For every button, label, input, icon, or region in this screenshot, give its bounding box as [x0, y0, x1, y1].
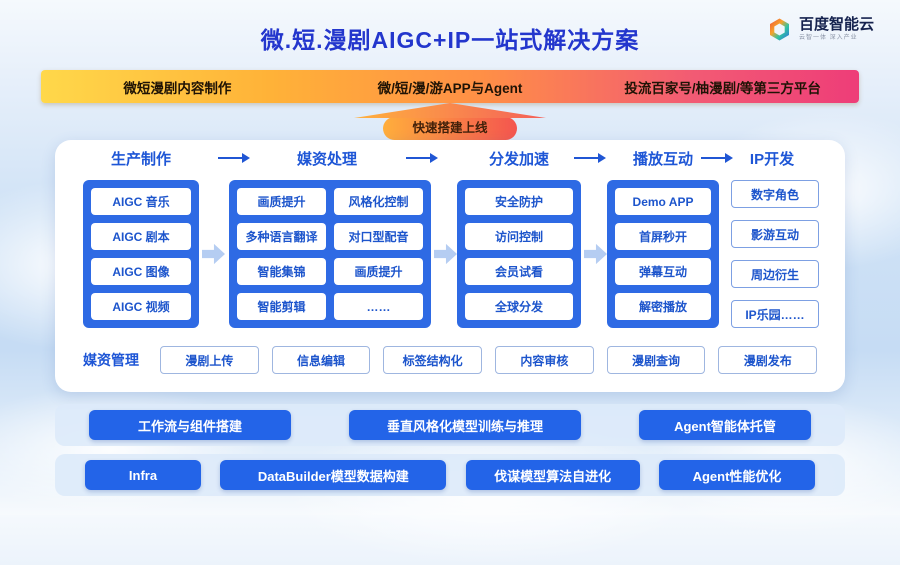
distribution-group: 安全防护 访问控制 会员试看 全球分发 — [457, 180, 581, 328]
production-group: AIGC 音乐 AIGC 剧本 AIGC 图像 AIGC 视频 — [83, 180, 199, 328]
baidu-cloud-logo: 百度智能云 云智一体 深入产业 — [766, 16, 874, 43]
media-processing-group: 画质提升 风格化控制 多种语言翻译 对口型配音 智能集锦 画质提升 智能剪辑 …… — [229, 180, 431, 328]
phase-bar: 微短漫剧内容制作 微/短/漫/游APP与Agent 投流百家号/柚漫剧/等第三方… — [41, 70, 859, 103]
ip-item: 数字角色 — [731, 180, 819, 208]
flow-arrow-icon — [434, 243, 457, 265]
media-processing-item: 智能剪辑 — [237, 293, 326, 320]
flow-arrow-icon — [202, 243, 225, 265]
stage-label-distribution: 分发加速 — [488, 151, 550, 168]
platform-button-agent-hosting: Agent智能体托管 — [639, 410, 811, 440]
media-management-item: 漫剧上传 — [160, 346, 259, 374]
media-processing-item: 对口型配音 — [334, 223, 423, 250]
infra-button-famou-model: 伐谋模型算法自进化 — [465, 460, 640, 490]
logo-tagline: 云智一体 深入产业 — [798, 35, 858, 42]
baidu-cloud-logo-icon — [769, 18, 789, 41]
infra-button-databuilder: DataBuilder模型数据构建 — [220, 460, 447, 490]
media-processing-item: 智能集锦 — [237, 258, 326, 285]
media-management-item: 信息编辑 — [271, 346, 371, 374]
infra-button-infra: Infra — [85, 460, 201, 490]
production-item: AIGC 视频 — [91, 293, 191, 320]
launch-label: 快速搭建上线 — [383, 117, 517, 140]
media-management-item: 标签结构化 — [383, 346, 483, 374]
stage-label-production: 生产制作 — [110, 151, 172, 168]
stage-arrow-icon — [574, 153, 606, 163]
media-management-row: 媒资管理 漫剧上传 信息编辑 标签结构化 内容审核 漫剧查询 漫剧发布 — [83, 346, 818, 374]
phase-segment-third-party: 投流百家号/柚漫剧/等第三方平台 — [624, 80, 821, 96]
infra-strip: Infra DataBuilder模型数据构建 伐谋模型算法自进化 Agent性… — [55, 454, 845, 496]
playback-group: Demo APP 首屏秒开 弹幕互动 解密播放 — [607, 180, 719, 328]
stage-label-media: 媒资处理 — [296, 151, 358, 168]
stage-arrow-icon — [406, 153, 438, 163]
ip-item: IP乐园…… — [731, 300, 819, 328]
ip-item: 周边衍生 — [731, 260, 819, 288]
baidu-cloud-logo-text: 百度智能云 云智一体 深入产业 — [798, 15, 874, 42]
launch-arrow: 快速搭建上线 — [350, 103, 550, 140]
flow-arrow-icon — [584, 243, 607, 265]
media-management-item: 漫剧查询 — [606, 346, 706, 374]
stage-arrow-icon — [218, 153, 250, 163]
production-item: AIGC 图像 — [91, 258, 191, 285]
production-item: AIGC 音乐 — [91, 188, 191, 215]
ip-item: 影游互动 — [731, 220, 819, 248]
distribution-item: 会员试看 — [465, 258, 573, 285]
page-title: 微.短.漫剧AIGC+IP一站式解决方案 — [260, 27, 640, 53]
stage-label-ip: IP开发 — [749, 151, 795, 168]
media-processing-item: 多种语言翻译 — [237, 223, 326, 250]
media-processing-item: 画质提升 — [334, 258, 423, 285]
media-processing-item: 风格化控制 — [334, 188, 423, 215]
infra-button-agent-perf: Agent性能优化 — [658, 460, 815, 490]
playback-item: 弹幕互动 — [615, 258, 711, 285]
slide: 微.短.漫剧AIGC+IP一站式解决方案 百度智能云 云智一体 深入产业 微短漫… — [41, 16, 874, 496]
media-processing-item: …… — [334, 293, 423, 320]
platform-button-workflow: 工作流与组件搭建 — [89, 410, 291, 440]
distribution-item: 安全防护 — [465, 188, 573, 215]
playback-item: Demo APP — [615, 188, 711, 215]
phase-segment-content-production: 微短漫剧内容制作 — [123, 80, 232, 96]
platform-strip: 工作流与组件搭建 垂直风格化模型训练与推理 Agent智能体托管 — [55, 404, 845, 446]
up-arrow-icon — [354, 103, 546, 118]
ip-dev-column: 数字角色 影游互动 周边衍生 IP乐园…… — [731, 180, 819, 328]
stage-label-playback: 播放互动 — [632, 151, 694, 168]
production-item: AIGC 剧本 — [91, 223, 191, 250]
media-management-label: 媒资管理 — [83, 352, 139, 368]
stage-arrow-icon — [701, 153, 733, 163]
distribution-item: 访问控制 — [465, 223, 573, 250]
main-panel: 生产制作 媒资处理 分发加速 播放互动 IP开发 AIGC 音乐 AIGC 剧本… — [55, 140, 845, 392]
media-management-item: 漫剧发布 — [718, 346, 818, 374]
phase-segment-app-agent: 微/短/漫/游APP与Agent — [377, 80, 523, 96]
playback-item: 解密播放 — [615, 293, 711, 320]
media-processing-item: 画质提升 — [237, 188, 326, 215]
distribution-item: 全球分发 — [465, 293, 573, 320]
playback-item: 首屏秒开 — [615, 223, 711, 250]
logo-name: 百度智能云 — [798, 15, 874, 33]
platform-button-model-training: 垂直风格化模型训练与推理 — [349, 410, 581, 440]
media-management-item: 内容审核 — [495, 346, 594, 374]
